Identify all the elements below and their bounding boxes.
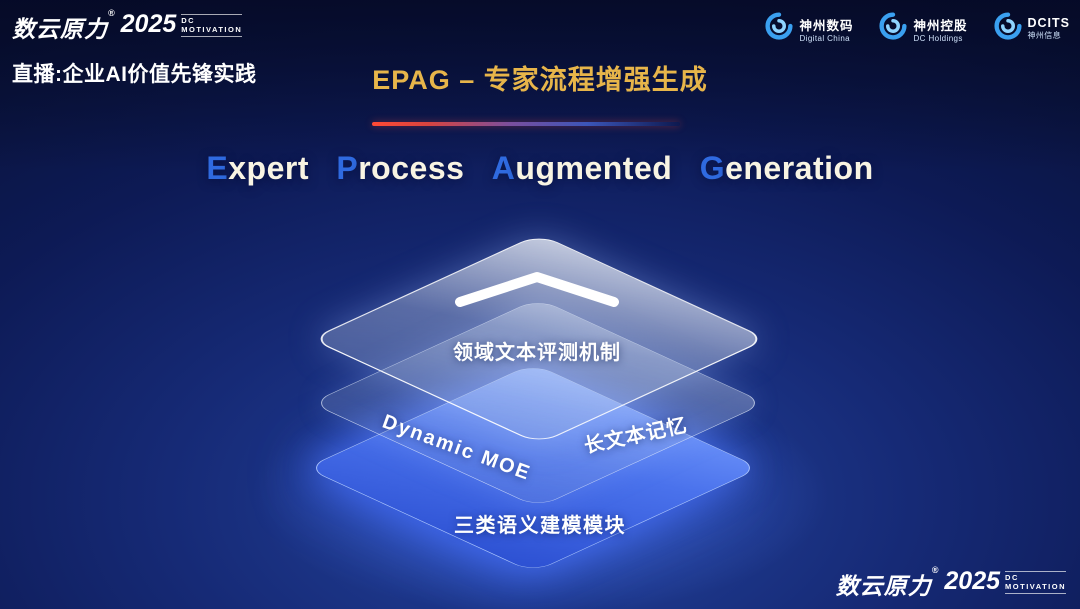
dc-holdings-swirl-icon bbox=[879, 12, 908, 45]
partner-logo-dcits: DCITS 神州信息 bbox=[993, 12, 1071, 45]
partner-name: 神州数码 bbox=[799, 18, 854, 33]
chevron-up-icon bbox=[452, 268, 622, 315]
registered-mark: ® bbox=[931, 565, 940, 575]
brand-name: 数云原力® bbox=[12, 8, 116, 42]
brand-name: 数云原力® bbox=[835, 565, 940, 599]
brand-subtext: DC MOTIVATION bbox=[1005, 571, 1066, 594]
brand-subtext-motivation: MOTIVATION bbox=[181, 25, 243, 35]
subtitle-word: Augmented bbox=[491, 150, 673, 186]
partner-subtitle: DC Holdings bbox=[913, 33, 963, 43]
brand-year: 2025 bbox=[944, 567, 1001, 595]
partner-logo-dc-holdings: 神州控股 DC Holdings bbox=[879, 12, 967, 45]
subtitle-word: Generation bbox=[699, 150, 874, 186]
partner-name: 神州控股 bbox=[913, 18, 968, 33]
live-stream-label: 直播:企业AI价值先锋实践 bbox=[12, 63, 257, 86]
digital-china-swirl-icon bbox=[765, 12, 794, 45]
layer1-label: 领域文本评测机制 bbox=[453, 342, 621, 364]
brand-subtext-dc: DC bbox=[1005, 573, 1019, 582]
partner-name: DCITS bbox=[1027, 16, 1070, 30]
gradient-divider bbox=[372, 122, 680, 126]
subtitle-word: Expert bbox=[206, 150, 309, 186]
brand-logo-top-left: 数云原力® 2025 DC MOTIVATION bbox=[12, 8, 243, 44]
brand-logo-bottom-right: 数云原力® 2025 DC MOTIVATION bbox=[835, 565, 1066, 601]
brand-subtext: DC MOTIVATION bbox=[181, 14, 243, 37]
page-title: EPAG – 专家流程增强生成 bbox=[372, 65, 708, 95]
subtitle: Expert Process Augmented Generation bbox=[0, 150, 1080, 187]
partner-subtitle: 神州信息 bbox=[1027, 31, 1062, 40]
brand-year: 2025 bbox=[120, 10, 177, 38]
subtitle-word: Process bbox=[336, 150, 465, 186]
partner-logo-digital-china: 神州数码 Digital China bbox=[765, 12, 853, 45]
partner-subtitle: Digital China bbox=[799, 33, 851, 43]
brand-subtext-dc: DC bbox=[181, 16, 196, 25]
brand-subtext-motivation: MOTIVATION bbox=[1005, 582, 1066, 592]
partner-logos: 神州数码 Digital China 神州控股 DC Holdings DCIT… bbox=[765, 12, 1070, 45]
layer3-label: 三类语义建模模块 bbox=[454, 515, 626, 537]
registered-mark: ® bbox=[108, 8, 116, 18]
dcits-swirl-icon bbox=[993, 12, 1022, 45]
